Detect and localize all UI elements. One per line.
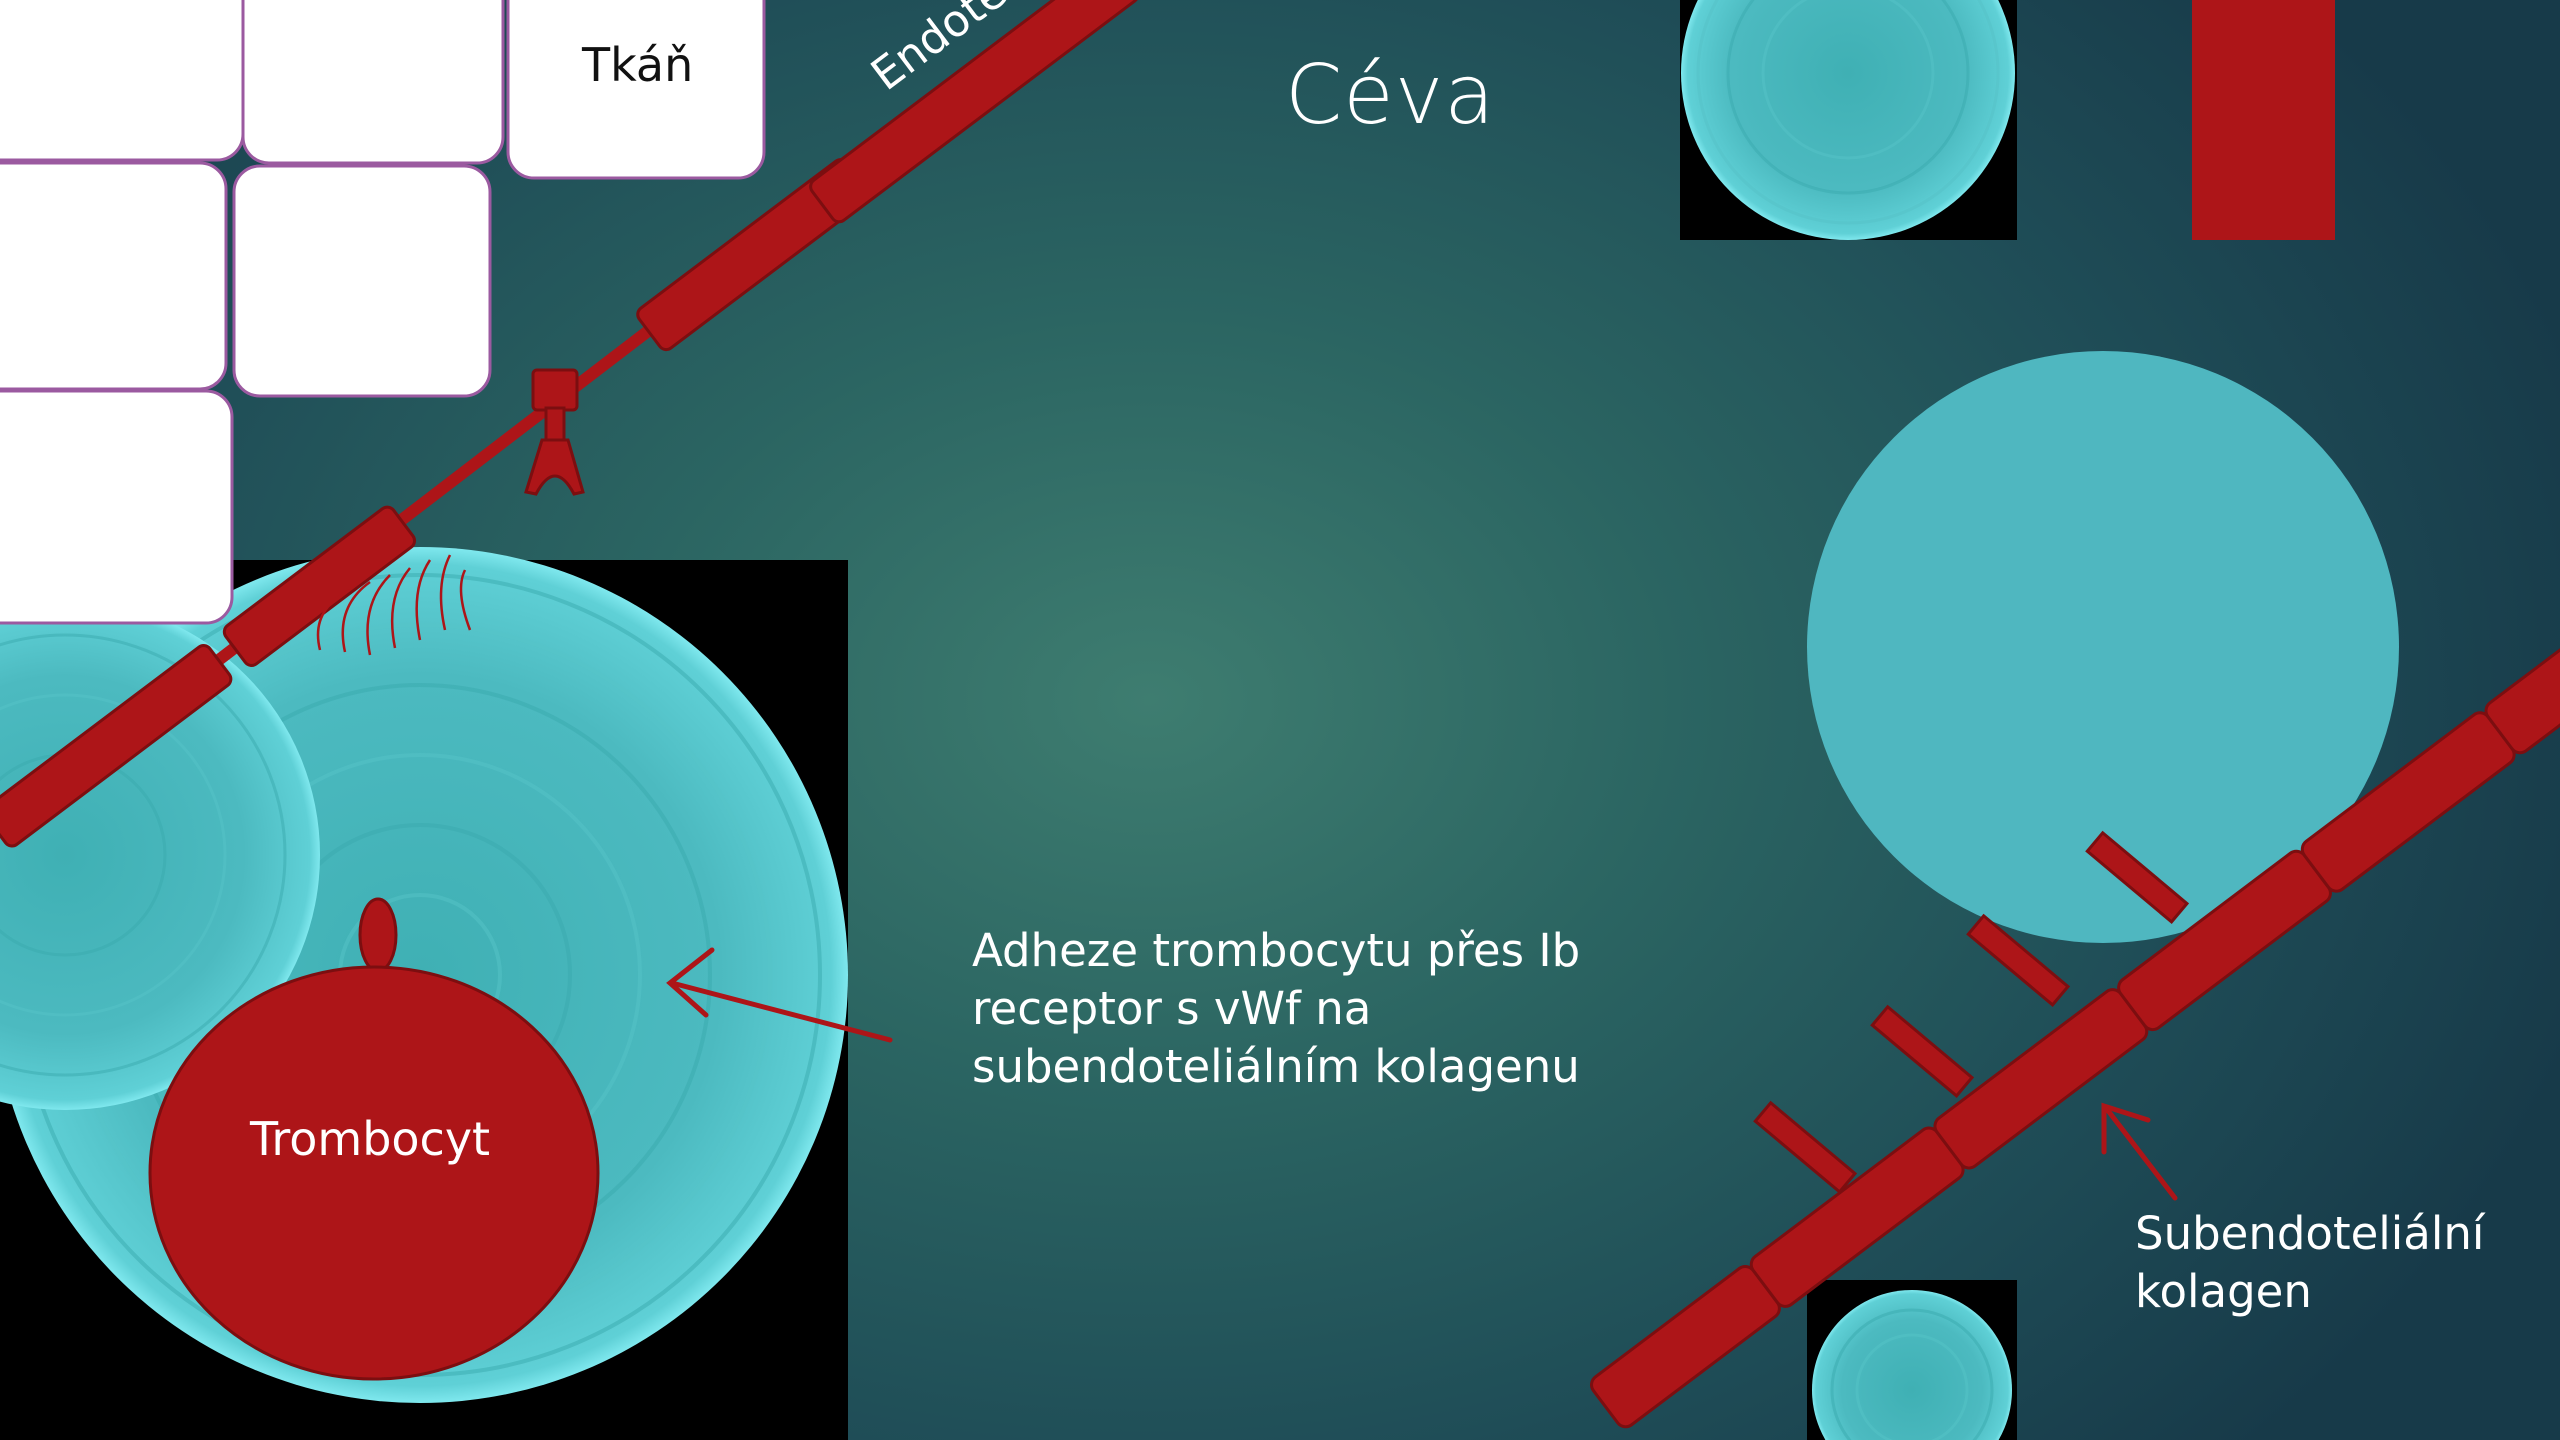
caption-line-1: Adheze trombocytu přes Ib bbox=[972, 922, 1692, 980]
collagen-label-line-1: Subendoteliální bbox=[2135, 1205, 2484, 1263]
caption: Adheze trombocytu přes Ib receptor s vWf… bbox=[972, 922, 1692, 1096]
arrow-collagen bbox=[2104, 1106, 2175, 1198]
collagen-label: Subendoteliální kolagen bbox=[2135, 1205, 2484, 1321]
tissue-label: Tkáň bbox=[582, 38, 693, 92]
slide-title: Céva bbox=[1285, 48, 1495, 143]
platelet-label: Trombocyt bbox=[250, 1112, 490, 1166]
caption-line-2: receptor s vWf na bbox=[972, 980, 1692, 1038]
decorative-red-bar bbox=[2192, 0, 2335, 240]
caption-line-3: subendoteliálním kolagenu bbox=[972, 1038, 1692, 1096]
collagen-label-line-2: kolagen bbox=[2135, 1263, 2484, 1321]
